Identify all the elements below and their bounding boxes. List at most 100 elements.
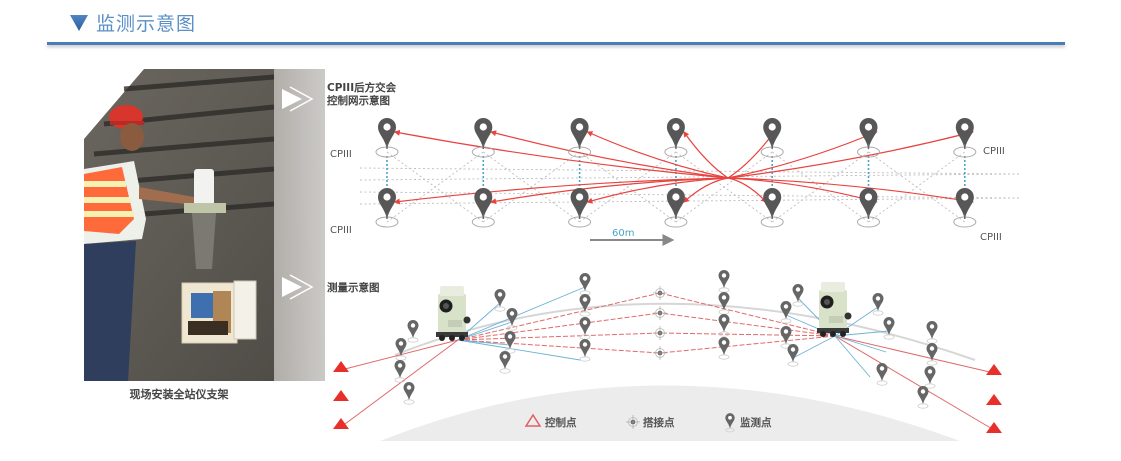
triangle-down-icon — [70, 15, 88, 31]
monitoring-point-pin-icon — [579, 293, 591, 317]
cpiii-label-bottom-left: CPIII — [330, 225, 352, 236]
overlap-point-icon — [652, 325, 668, 341]
monitoring-point-pin-icon — [926, 342, 938, 366]
map-pin-icon — [377, 117, 397, 150]
sight-line — [457, 339, 511, 346]
resection-arrow — [683, 131, 729, 179]
sight-line — [457, 339, 581, 361]
control-line — [340, 339, 459, 428]
tunnel-floor — [380, 385, 960, 441]
control-point-triangle-icon — [333, 390, 349, 401]
map-pin-icon — [666, 187, 686, 220]
monitoring-point-pin-icon — [926, 320, 938, 344]
monitoring-point-pin-icon — [394, 359, 406, 383]
resection-arrow — [490, 177, 729, 205]
monitoring-point-pin-icon — [718, 336, 730, 360]
measurement-line — [659, 332, 836, 337]
resection-arrow — [727, 130, 974, 179]
overlap-point-icon — [652, 285, 668, 301]
dashed-line — [771, 151, 869, 223]
monitoring-point-pin-icon — [718, 269, 730, 293]
resection-arrow — [727, 131, 878, 179]
map-pin-icon — [858, 117, 879, 150]
map-pin-icon — [377, 187, 397, 220]
cpiii-label-top-right: CPIII — [983, 146, 1005, 157]
cpiii-label-bottom-right: CPIII — [980, 232, 1002, 243]
overlap-point-icon — [652, 345, 668, 361]
monitoring-point-pin-icon — [872, 292, 884, 316]
top-diagram-title-line1: CPIII后方交会 — [327, 81, 397, 94]
dashed-line — [483, 151, 580, 223]
header-divider — [47, 42, 1065, 45]
resection-arrow — [393, 177, 729, 205]
cpiii-markers — [375, 117, 977, 228]
legend: 控制点 搭接点 监测点 — [524, 412, 772, 433]
map-pin-icon — [858, 187, 879, 220]
overlap-point-icon — [652, 305, 668, 321]
monitoring-point-pin-icon — [403, 381, 415, 405]
monitoring-point-pin-icon — [876, 362, 888, 386]
legend-label: 搭接点 — [643, 416, 675, 429]
resection-arrow — [586, 177, 729, 204]
control-point-triangle-icon — [333, 418, 349, 429]
map-pin-icon — [666, 117, 686, 150]
map-pin-icon — [569, 117, 590, 150]
total-station-left — [436, 286, 471, 341]
scale-label: 60m — [612, 228, 634, 239]
resection-arrow — [683, 177, 729, 203]
dashed-line — [359, 197, 1021, 205]
measurement-line — [457, 339, 661, 354]
dashed-line — [675, 151, 773, 223]
map-pin-icon — [955, 117, 975, 150]
map-pin-icon — [473, 117, 494, 150]
measurement-line — [457, 332, 661, 341]
monitoring-point-pin-icon — [579, 272, 591, 296]
monitoring-point-pin-icon — [718, 313, 730, 337]
monitoring-point-pin-icon — [792, 283, 804, 307]
total-station-instrument — [184, 169, 226, 269]
monitoring-point-pin-icon — [494, 288, 506, 312]
monitoring-point-pin-icon — [924, 365, 936, 389]
control-point-triangle-icon — [986, 422, 1002, 433]
control-point-triangle-icon — [986, 394, 1002, 405]
sight-line — [457, 286, 586, 341]
dashed-line — [579, 151, 677, 223]
legend-label: 监测点 — [740, 416, 772, 429]
resection-arrow — [586, 131, 729, 179]
monitoring-point-pin-icon — [718, 291, 730, 315]
sight-line — [834, 335, 887, 353]
control-points — [333, 361, 1002, 433]
control-line — [340, 339, 459, 371]
control-point-triangle-icon — [333, 361, 349, 372]
resection-arrows — [393, 129, 974, 205]
measurement-line — [659, 292, 836, 337]
equipment-box — [181, 280, 257, 344]
measurement-line — [659, 335, 836, 354]
monitoring-point-pin-icon — [504, 330, 516, 354]
network-dashed-lines — [359, 151, 1021, 223]
map-pin-icon — [473, 187, 494, 220]
photo-caption: 现场安装全站仪支架 — [129, 388, 229, 401]
total-station-right — [817, 282, 852, 337]
control-point-triangle-icon — [986, 364, 1002, 375]
site-photo — [84, 69, 325, 381]
dashed-line — [386, 151, 484, 223]
measurement-line — [457, 292, 661, 341]
map-pin-icon — [569, 187, 590, 220]
resection-arrow — [490, 130, 729, 179]
dashed-line — [359, 167, 1021, 175]
monitoring-point-pin-icon — [787, 343, 799, 367]
measurement-line — [457, 312, 661, 341]
monitoring-point-pin-icon — [499, 350, 511, 374]
control-point-triangle-icon — [524, 413, 542, 427]
sight-line — [834, 335, 871, 378]
resection-arrow — [727, 177, 974, 205]
bottom-diagram-title: 测量示意图 — [327, 281, 380, 294]
play-arrow-icon — [282, 274, 314, 300]
monitoring-point-pin-icon — [395, 337, 407, 361]
resection-arrow — [727, 177, 768, 203]
measurement-lines — [340, 286, 995, 431]
map-pin-icon — [762, 117, 782, 150]
monitoring-point-pin-icon — [579, 338, 591, 362]
dashed-line — [359, 173, 1021, 181]
